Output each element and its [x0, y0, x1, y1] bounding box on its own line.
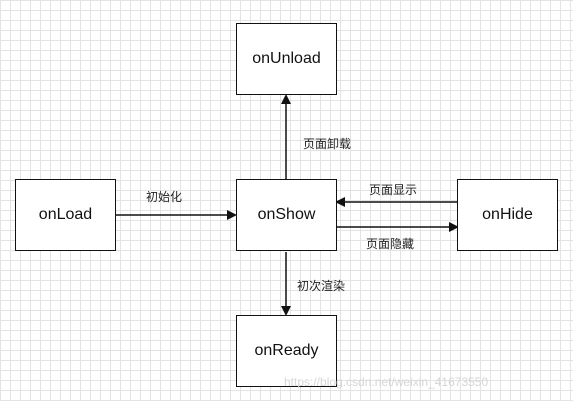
node-onshow-label: onShow	[257, 206, 316, 223]
edge-label-show-to-hide: 页面隐藏	[366, 237, 415, 251]
node-onunload: onUnload	[236, 23, 337, 95]
node-onload-label: onLoad	[38, 206, 93, 223]
node-onshow: onShow	[236, 179, 337, 251]
node-onhide: onHide	[457, 179, 558, 251]
edge-label-load-to-show: 初始化	[146, 190, 183, 204]
node-onready: onReady	[236, 315, 337, 387]
node-onready-label: onReady	[254, 342, 319, 359]
edge-label-show-to-ready: 初次渲染	[297, 279, 346, 293]
node-onunload-label: onUnload	[252, 50, 321, 67]
watermark-text: https://blog.csdn.net/weixin_41673550	[284, 375, 489, 389]
node-onload: onLoad	[15, 179, 116, 251]
edge-label-hide-to-show: 页面显示	[369, 183, 418, 197]
edge-label-show-to-unload: 页面卸载	[303, 137, 352, 151]
node-onhide-label: onHide	[482, 206, 533, 223]
